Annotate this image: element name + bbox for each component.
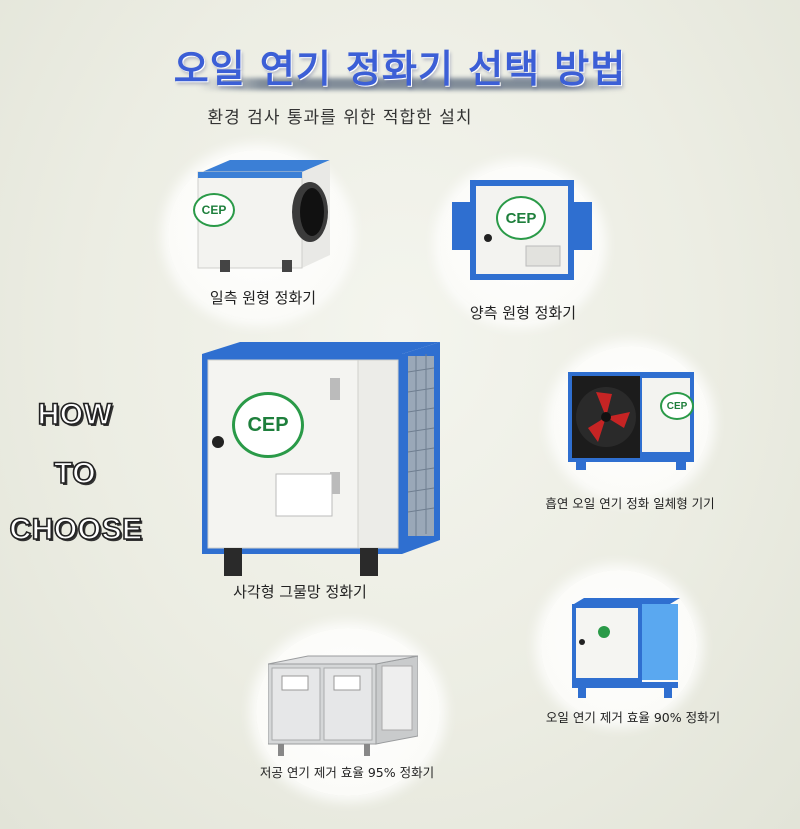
product-label-6: 저공 연기 제거 효율 95% 정화기 (259, 765, 435, 780)
choose-text: CHOOSE (9, 512, 143, 547)
title-underline (198, 78, 628, 90)
product-image-90-percent (568, 598, 680, 698)
how-text: HOW (37, 397, 113, 432)
to-text: TO (53, 456, 97, 491)
product-image-single-side-round (190, 160, 330, 275)
product-label-5: 오일 연기 제거 효율 90% 정화기 (545, 710, 721, 725)
product-image-square-mesh (180, 342, 440, 582)
product-label-3: 사각형 그물망 정화기 (233, 583, 367, 601)
product-label-2: 양측 원형 정화기 (469, 304, 577, 322)
page-title: 오일 연기 정화기 선택 방법 (173, 47, 627, 91)
product-image-all-in-one (568, 372, 694, 472)
cep-logo: CEP (232, 392, 304, 458)
page-subtitle: 환경 검사 통과를 위한 적합한 설치 (207, 108, 473, 128)
cep-logo: CEP (660, 392, 694, 420)
product-label-1: 일측 원형 정화기 (209, 289, 317, 307)
cep-logo: CEP (193, 193, 235, 227)
cep-logo: CEP (496, 196, 546, 240)
product-image-95-percent (267, 652, 419, 758)
product-label-4: 흡연 오일 연기 정화 일체형 기기 (545, 496, 715, 511)
